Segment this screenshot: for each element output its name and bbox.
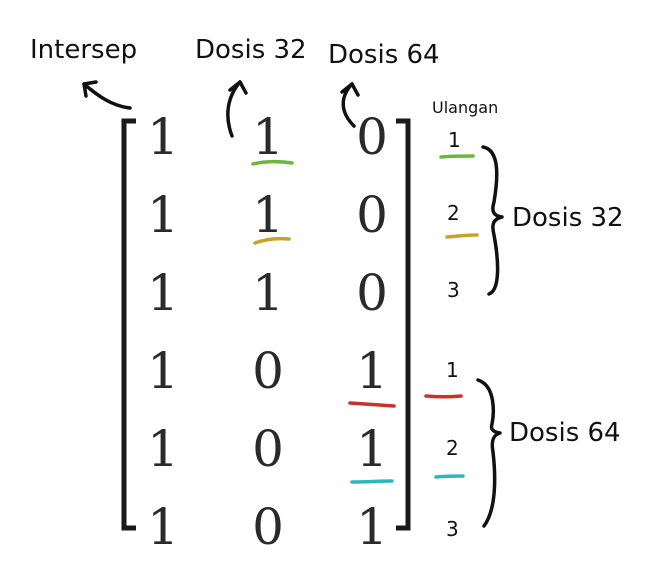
underline-row1-dose32 [251,159,294,166]
right-bracket [396,118,411,531]
matrix-cell-r4-c1: 1 [147,342,179,400]
group-label-dose-32: Dosis 32 [512,203,624,233]
mark-replicate-dose32-1 [439,154,475,159]
brace-dose-64 [476,378,502,528]
matrix-cell-r6-c2: 0 [252,498,284,556]
arrow-intercept [82,80,132,110]
matrix-cell-r6-c3: 1 [356,498,388,556]
matrix-cell-r5-c1: 1 [147,420,179,478]
arrow-dose-64 [340,82,360,128]
matrix-cell-r5-c2: 0 [252,420,284,478]
matrix-cell-r4-c2: 0 [252,342,284,400]
matrix-cell-r3-c2: 1 [252,264,284,322]
arrow-dose-32 [226,80,248,138]
header-dose-32: Dosis 32 [195,35,307,65]
design-matrix: 1 1 0 1 1 0 1 1 0 1 0 1 1 0 1 1 0 1 [147,108,388,556]
matrix-cell-r2-c2: 1 [252,186,284,244]
matrix-cell-r3-c3: 0 [356,264,388,322]
replicate-dose64-3: 3 [446,517,459,541]
replicate-dose64-1: 1 [446,358,459,382]
replicate-dose32-3: 3 [447,278,460,302]
header-intercept: Intersep [30,35,137,65]
matrix-cell-r2-c1: 1 [147,186,179,244]
mark-replicate-dose64-2 [434,474,465,479]
matrix-cell-r4-c3: 1 [356,342,388,400]
matrix-cell-r1-c3: 0 [356,108,388,166]
brace-dose-32 [481,145,504,296]
group-label-dose-64: Dosis 64 [509,418,621,448]
replicate-dose32-2: 2 [447,201,460,225]
matrix-cell-r6-c1: 1 [147,498,179,556]
replicate-dose32-1: 1 [448,128,461,152]
underline-row2-dose32 [253,236,291,245]
replicate-dose64-2: 2 [446,436,459,460]
mark-replicate-dose32-2 [445,233,479,239]
header-dose-64: Dosis 64 [328,40,440,70]
left-bracket [121,118,136,531]
underline-row4-dose64 [348,401,396,408]
header-replicate: Ulangan [432,98,498,117]
matrix-cell-r3-c1: 1 [147,264,179,322]
matrix-cell-r1-c1: 1 [147,108,179,166]
matrix-cell-r2-c3: 0 [356,186,388,244]
mark-replicate-dose64-1 [424,394,463,399]
underline-row5-dose64 [350,479,394,484]
matrix-cell-r5-c3: 1 [356,420,388,478]
matrix-cell-r1-c2: 1 [252,108,284,166]
